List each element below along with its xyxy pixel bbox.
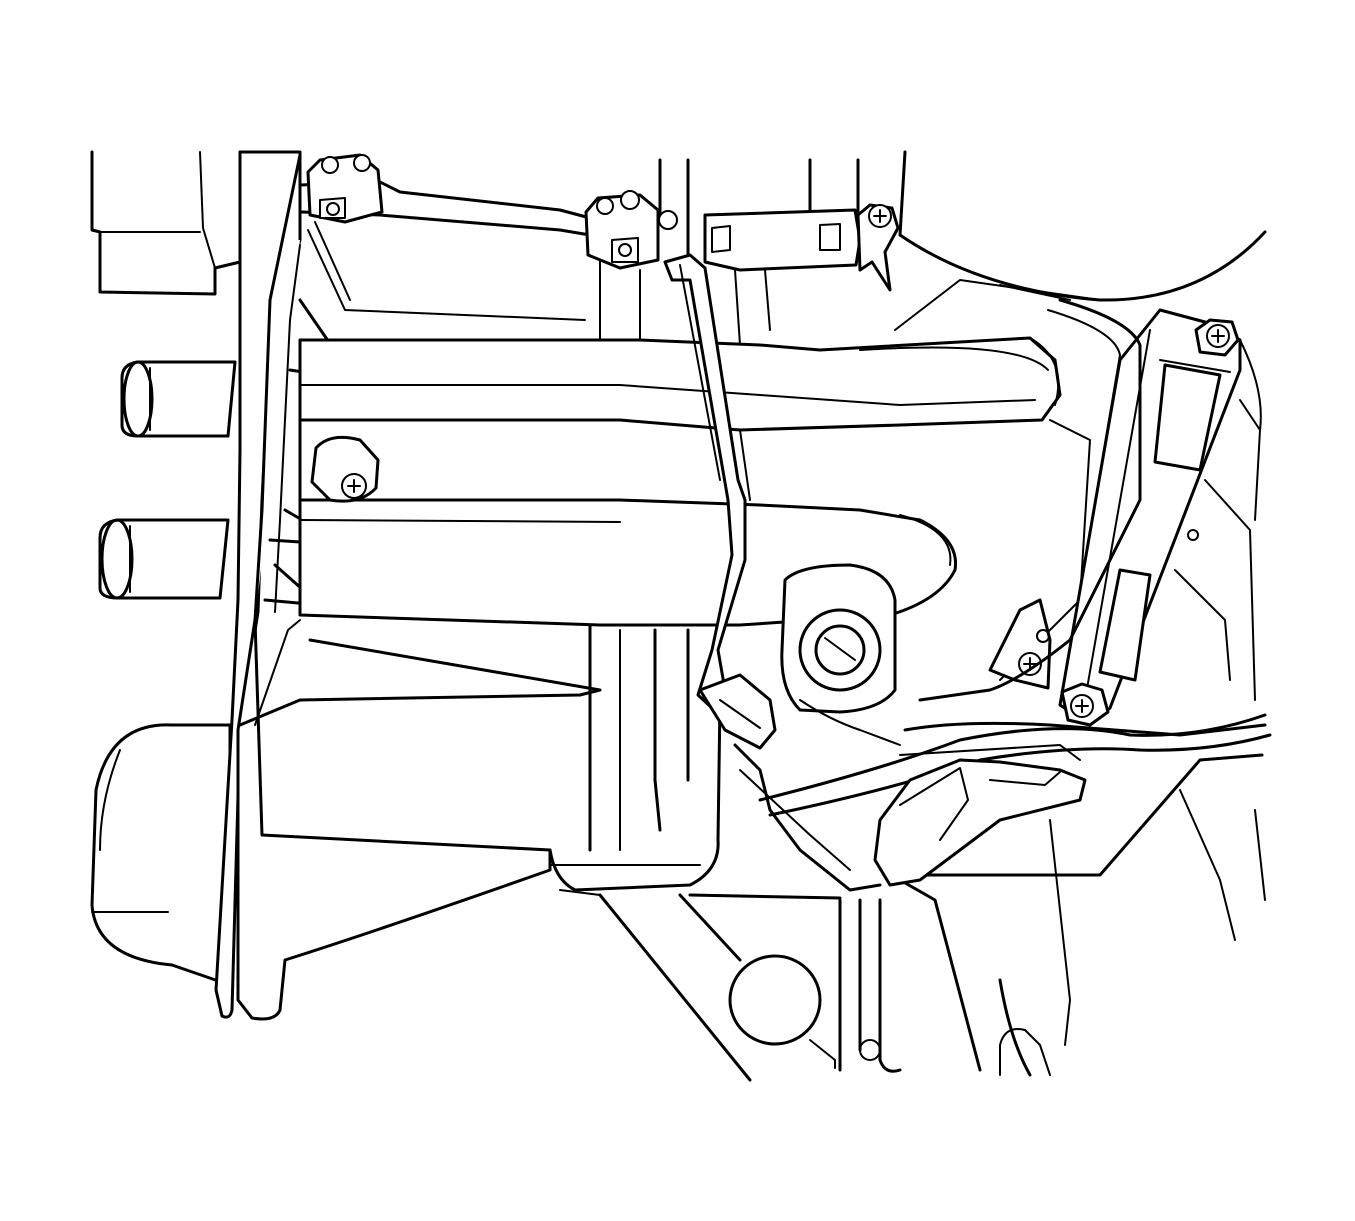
top-screw-icon xyxy=(856,203,900,292)
air-duct xyxy=(298,336,1091,681)
upper-left-bracket xyxy=(90,150,242,296)
upper-housing-curve xyxy=(894,230,1267,331)
control-cable xyxy=(658,210,747,710)
drain-fitting xyxy=(780,563,897,714)
round-cap xyxy=(90,723,232,987)
right-duct-frame xyxy=(878,298,1267,1077)
round-plug xyxy=(728,954,881,1069)
lower-center-housing xyxy=(559,699,901,1082)
harness-connector xyxy=(873,758,1087,887)
cable-clamp xyxy=(698,673,777,750)
upper-left-clip xyxy=(306,153,384,224)
top-connector-box xyxy=(658,150,907,346)
heater-hose-pipes xyxy=(98,360,237,600)
main-flange-plate xyxy=(214,150,552,1021)
center-top-clip xyxy=(584,190,660,346)
duct-bolt-icon xyxy=(310,435,380,503)
wiring-harness xyxy=(758,713,1272,817)
support-columns xyxy=(548,623,722,892)
right-module-housing xyxy=(1058,308,1262,727)
